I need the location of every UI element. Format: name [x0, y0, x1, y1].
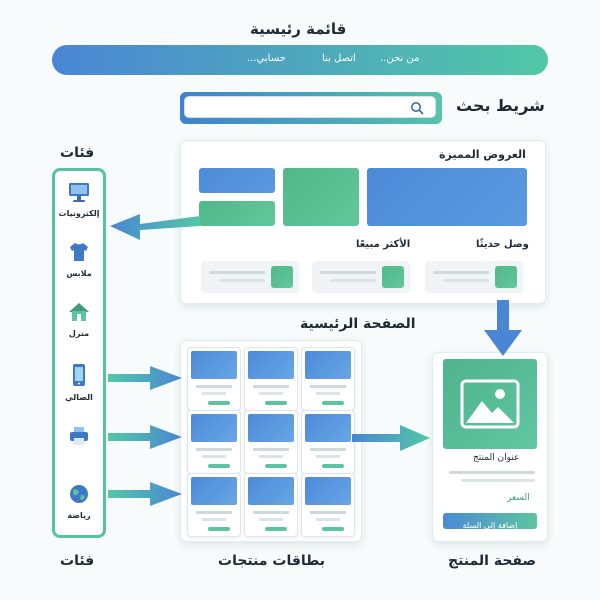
arrow-cards-to-product: [352, 425, 430, 451]
product-page-panel: عنوان المنتج السعر إضافة إلى السلة: [432, 352, 548, 542]
image-placeholder-icon: [460, 379, 520, 429]
featured-offers-title: العروض المميزة: [439, 148, 526, 161]
category-label: الصالي: [65, 393, 93, 402]
category-electronics[interactable]: إلكترونيات: [55, 181, 103, 218]
product-card[interactable]: [244, 347, 298, 411]
house-icon: [69, 303, 89, 321]
category-printer[interactable]: [55, 425, 103, 453]
product-card[interactable]: [187, 347, 241, 411]
monitor-icon: [69, 183, 89, 202]
homepage-title: الصفحة الرئيسية: [300, 316, 416, 332]
product-image: [443, 359, 537, 449]
add-to-cart-label: إضافة إلى السلة: [462, 521, 518, 530]
globe-icon: [70, 485, 88, 503]
search-bar: [180, 92, 442, 124]
category-label: منزل: [68, 329, 90, 338]
categories-sidebar: إلكترونيات ملابس منزل الصالي: [52, 168, 106, 538]
product-card[interactable]: [244, 473, 298, 537]
product-title-text: عنوان المنتج: [473, 453, 520, 463]
mini-product[interactable]: [201, 261, 299, 293]
search-icon[interactable]: [410, 101, 424, 115]
category-clothing[interactable]: ملابس: [55, 241, 103, 278]
bestseller-label: الأكثر مبيعًا: [356, 239, 411, 250]
main-navbar: من نحن.. اتصل بنا حسابي...: [52, 45, 548, 75]
banner-large[interactable]: [367, 168, 527, 226]
add-to-cart-button[interactable]: إضافة إلى السلة: [443, 513, 537, 530]
product-card[interactable]: [187, 410, 241, 474]
arrow-to-categories: [110, 214, 200, 240]
banner-medium[interactable]: [283, 168, 359, 226]
product-page-title: صفحة المنتج: [448, 553, 537, 569]
category-phone[interactable]: الصالي: [55, 363, 103, 402]
product-cards-panel: [180, 340, 362, 542]
category-label: رياضة: [67, 511, 91, 520]
search-input[interactable]: [184, 96, 436, 118]
printer-icon: [70, 427, 88, 445]
categories-title-top: فئات: [60, 145, 95, 161]
arrow-to-cards: [108, 482, 182, 506]
banner-small[interactable]: [199, 168, 275, 193]
category-label: ملابس: [66, 269, 92, 278]
featured-panel: العروض المميزة الأكثر مبيعًا وصل حديثًا: [180, 140, 546, 304]
product-cards-title: بطاقات منتجات: [218, 553, 326, 569]
tshirt-icon: [70, 243, 88, 261]
mini-product[interactable]: [425, 261, 523, 293]
mini-product[interactable]: [312, 261, 410, 293]
arrow-to-product-page: [484, 300, 522, 356]
product-card[interactable]: [301, 347, 355, 411]
category-sports[interactable]: رياضة: [55, 483, 103, 520]
product-card[interactable]: [187, 473, 241, 537]
product-card[interactable]: [301, 410, 355, 474]
banner-small-green[interactable]: [199, 201, 275, 226]
nav-item-about[interactable]: من نحن..: [380, 53, 420, 64]
search-bar-label: شريط بحث: [456, 96, 545, 115]
nav-item-account[interactable]: حسابي...: [247, 53, 286, 64]
main-menu-title: قائمة رئيسية: [250, 20, 347, 38]
arrow-to-cards: [108, 366, 182, 390]
product-card[interactable]: [244, 410, 298, 474]
price-label: السعر: [507, 493, 530, 503]
categories-title-bottom: فئات: [60, 553, 95, 569]
phone-icon: [73, 364, 85, 386]
category-home[interactable]: منزل: [55, 301, 103, 338]
category-label: إلكترونيات: [58, 209, 100, 218]
arrow-to-cards: [108, 425, 182, 449]
product-card[interactable]: [301, 473, 355, 537]
nav-item-contact[interactable]: اتصل بنا: [322, 53, 356, 64]
new-arrivals-label: وصل حديثًا: [476, 239, 529, 250]
